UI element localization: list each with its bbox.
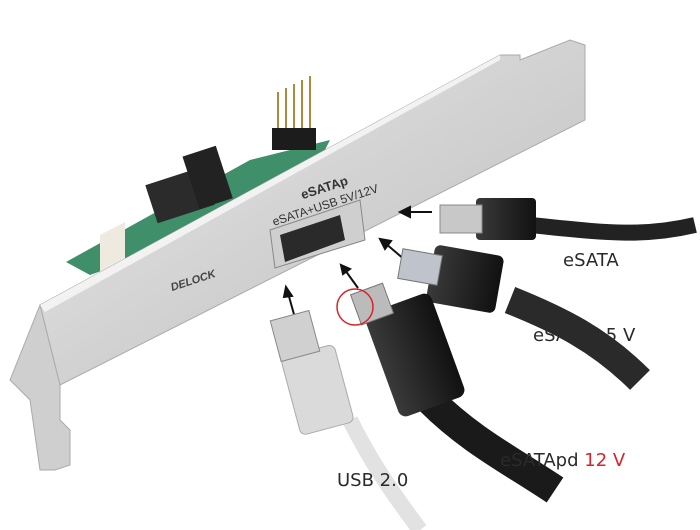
esata-cable: [439, 198, 697, 241]
insert-arrows: [282, 205, 432, 319]
label-esatapd-prefix: eSATApd: [500, 450, 579, 471]
label-esatap: eSATAp 5 V: [533, 325, 636, 346]
label-esatapd-voltage: 12 V: [584, 450, 626, 471]
esatapd-cable: [336, 282, 564, 503]
usb-cable: [269, 309, 427, 530]
pcb-board: [66, 76, 330, 275]
label-esata: eSATA: [563, 250, 619, 271]
label-esatapd: eSATApd 12 V: [500, 450, 625, 471]
highlight-circle: [336, 288, 374, 326]
esatap-cable: [397, 245, 650, 390]
label-usb: USB 2.0: [337, 470, 409, 491]
slot-bracket: [9, 39, 586, 471]
esatap-port: [269, 199, 366, 269]
